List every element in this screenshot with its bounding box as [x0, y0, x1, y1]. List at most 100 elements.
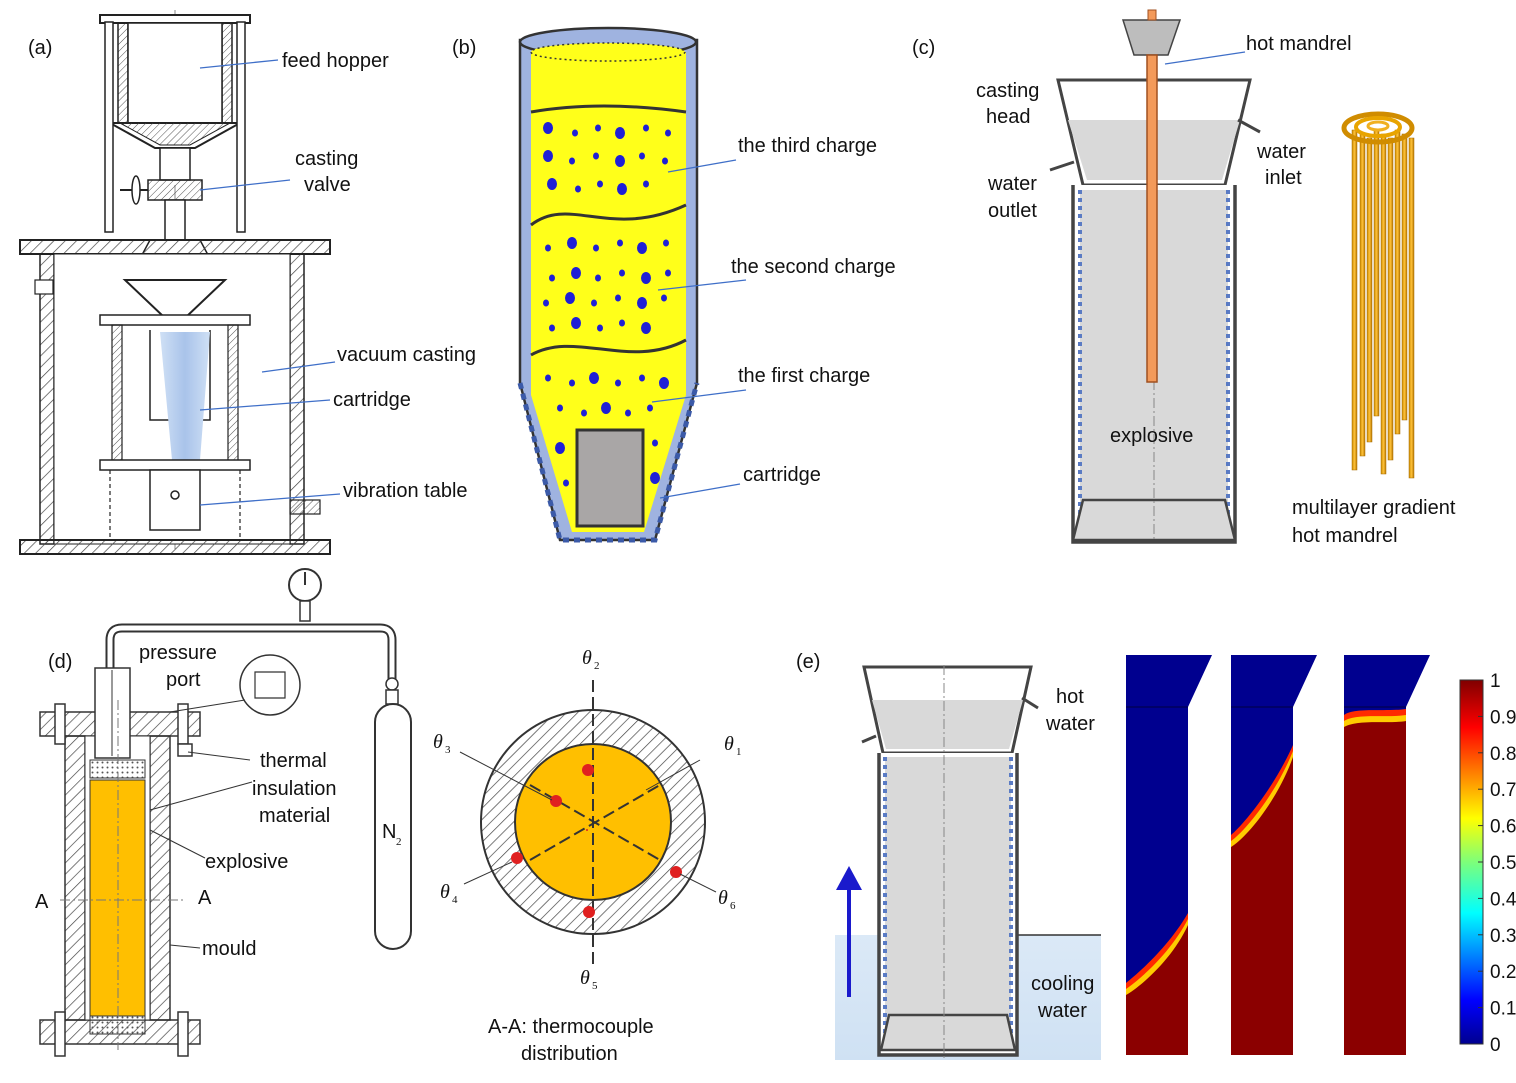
vibration-table: [149, 469, 201, 531]
particle: [615, 379, 621, 387]
thermocouple-points: [511, 764, 682, 918]
label-cooling: cooling: [1031, 973, 1094, 995]
label-pressure: pressure: [139, 642, 217, 664]
particle: [563, 479, 569, 487]
cartridge-b: [575, 428, 645, 528]
particle: [615, 155, 625, 167]
theta-6: θ: [718, 887, 728, 909]
particle: [652, 439, 658, 447]
particle: [571, 267, 581, 279]
label-explosive-c: explosive: [1110, 425, 1193, 447]
colorbar-tick-label: 0.6: [1490, 817, 1516, 838]
cartridge: [160, 332, 210, 460]
label-cartridge-a: cartridge: [333, 389, 411, 411]
particle: [565, 292, 575, 304]
svg-text:1: 1: [736, 746, 742, 758]
particle: [593, 244, 599, 252]
particle: [575, 185, 581, 193]
colorbar-tick-label: 0.4: [1490, 889, 1516, 910]
particle: [615, 127, 625, 139]
label-hot-mandrel-2: hot mandrel: [1292, 525, 1398, 547]
theta-3: θ: [433, 731, 443, 753]
label-mould: mould: [202, 938, 256, 960]
particle: [617, 183, 627, 195]
colorbar-tick-label: 0.5: [1490, 853, 1516, 874]
particle: [571, 317, 581, 329]
particle: [543, 299, 549, 307]
colorbar-tick-label: 0.8: [1490, 744, 1516, 765]
particle: [543, 150, 553, 162]
mandrel-rod: [1387, 137, 1394, 461]
theta-2: θ: [582, 647, 592, 669]
label-multilayer: multilayer gradient: [1292, 497, 1456, 519]
colorbar-tick-label: 1: [1490, 671, 1501, 692]
particle: [572, 129, 578, 137]
mandrel-spiral-outer: [1341, 111, 1415, 145]
panel-d: (d) N 2: [35, 568, 742, 1065]
colorbar-tick-label: 0.2: [1490, 962, 1516, 983]
particle: [617, 239, 623, 247]
particles: [543, 122, 671, 487]
particle: [641, 322, 651, 334]
particle: [643, 180, 649, 188]
particle: [661, 294, 667, 302]
particle: [659, 377, 669, 389]
colorbar-tick-label: 0: [1490, 1035, 1501, 1056]
particle: [555, 442, 565, 454]
label-casting: casting: [295, 148, 358, 170]
particle: [545, 374, 551, 382]
label-cooling-water: water: [1037, 1000, 1087, 1022]
label-cartridge-b: cartridge: [743, 464, 821, 486]
mandrel-rod: [1359, 133, 1366, 457]
caption-aa-2: distribution: [521, 1043, 618, 1065]
panel-a: (a): [19, 10, 476, 555]
label-water-in-1: water: [1256, 141, 1306, 163]
label-third-charge: the third charge: [738, 135, 877, 157]
particle: [545, 244, 551, 252]
top-flange: [19, 239, 331, 255]
panel-b: (b) the third charge the second charge t…: [452, 26, 896, 543]
panel-a-label: (a): [28, 37, 52, 59]
interface-3: [530, 104, 687, 114]
bottom-flange: [19, 539, 331, 555]
multilayer-mandrel: [1341, 111, 1415, 479]
svg-text:2: 2: [594, 660, 600, 672]
snapshot-3: [1344, 655, 1430, 1055]
particle: [619, 269, 625, 277]
particle: [641, 272, 651, 284]
colorbar-ticks: 10.90.80.70.60.50.40.30.20.10: [1478, 671, 1516, 1056]
label-valve: valve: [304, 174, 351, 196]
particle: [665, 269, 671, 277]
detail-magnifier: [239, 654, 301, 716]
label-water-out-1: water: [987, 173, 1037, 195]
colorbar-tick-label: 0.3: [1490, 926, 1516, 947]
label-vibration-table: vibration table: [343, 480, 468, 502]
label-explosive-d: explosive: [205, 851, 288, 873]
mandrel-rod: [1351, 129, 1358, 471]
particle: [567, 237, 577, 249]
panel-b-leaders: [651, 159, 747, 499]
snapshot-2: [1231, 655, 1317, 1055]
mandrel-rod: [1401, 133, 1408, 421]
label-inlet: inlet: [1265, 167, 1302, 189]
particle: [597, 324, 603, 332]
label-hot-mandrel: hot mandrel: [1246, 33, 1352, 55]
particle: [595, 124, 601, 132]
particle: [589, 372, 599, 384]
particle: [595, 274, 601, 282]
interface-1: [530, 338, 687, 357]
particle: [581, 409, 587, 417]
mandrel-rod: [1380, 133, 1387, 475]
svg-text:6: 6: [730, 900, 736, 912]
particle: [647, 404, 653, 412]
label-outlet: outlet: [988, 200, 1037, 222]
panel-c-label: (c): [912, 37, 935, 59]
label-section-a-right: A: [198, 887, 212, 909]
particle: [543, 122, 553, 134]
particle: [625, 409, 631, 417]
panel-a-leaders: [199, 59, 341, 506]
colorbar-tick-label: 0.7: [1490, 780, 1516, 801]
label-first-charge: the first charge: [738, 365, 870, 387]
mandrel-spiral-mid: [1354, 116, 1402, 138]
